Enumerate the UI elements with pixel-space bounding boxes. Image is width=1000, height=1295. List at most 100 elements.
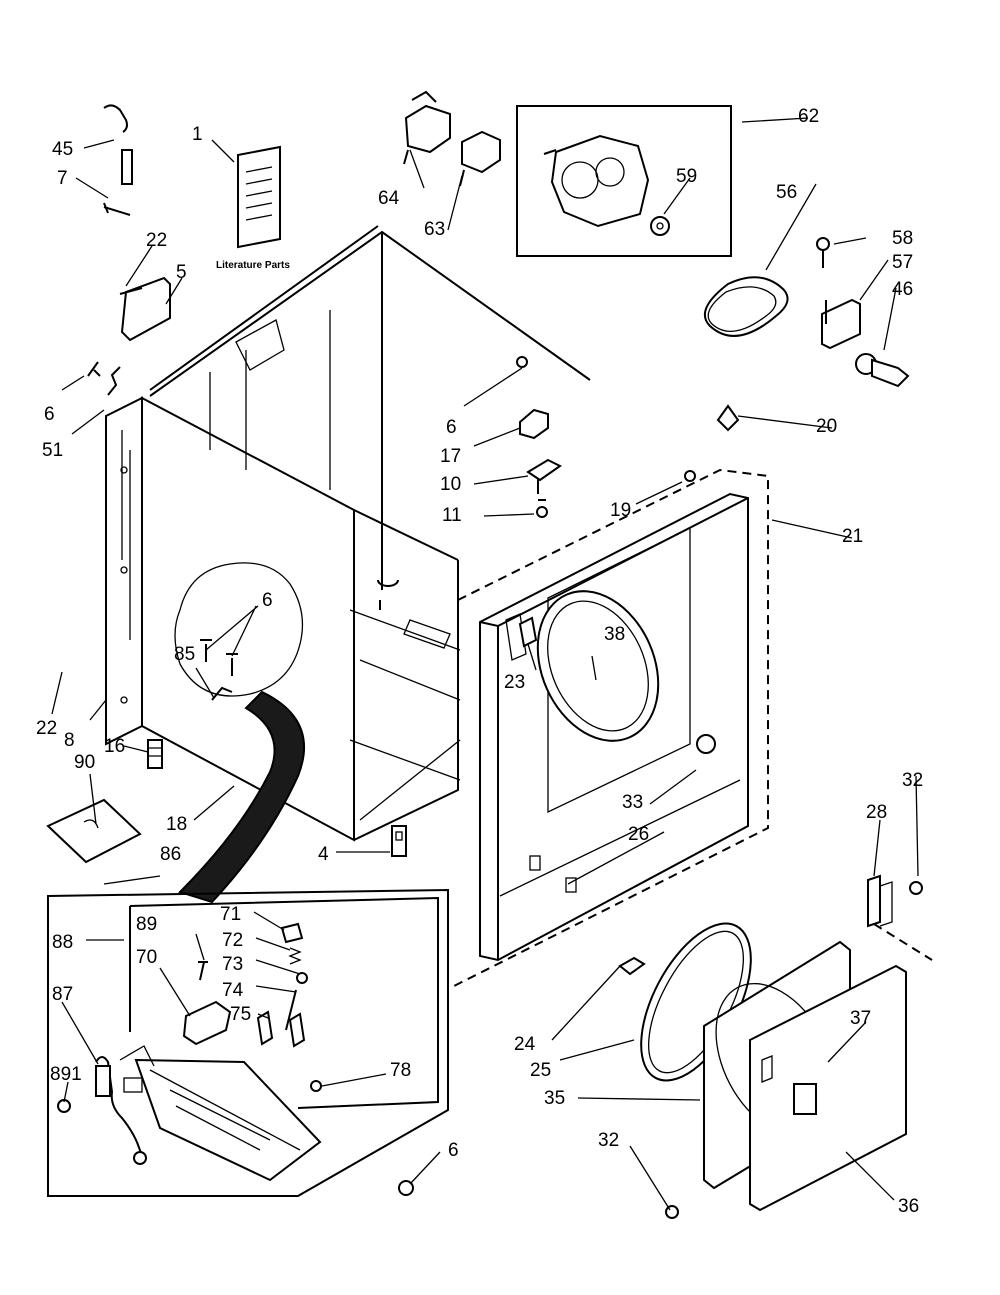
timer-70 (182, 1000, 232, 1046)
exhaust-duct-18 (178, 690, 306, 904)
callout-23: 23 (504, 672, 525, 693)
callout-5: 5 (176, 262, 187, 283)
callout-25: 25 (530, 1060, 551, 1081)
callout-71: 71 (220, 904, 241, 925)
callout-19: 19 (610, 500, 631, 521)
callout-86: 86 (160, 844, 181, 865)
control-console (119, 1045, 322, 1182)
callout-70: 70 (136, 947, 157, 968)
callout-1: 1 (192, 124, 203, 145)
callout-37: 37 (850, 1008, 871, 1029)
callout-16: 16 (104, 736, 125, 757)
motor-62 (543, 134, 650, 228)
screw-78 (310, 1080, 322, 1092)
callout-22-left: 22 (36, 718, 57, 739)
screw-11 (536, 499, 548, 518)
callout-6: 6 (44, 404, 55, 425)
screw-32-hinge (909, 881, 923, 895)
nut-59 (650, 216, 670, 236)
literature-sheet-1 (237, 145, 281, 249)
callout-63: 63 (424, 219, 445, 240)
callout-36: 36 (898, 1196, 919, 1217)
callout-72: 72 (222, 930, 243, 951)
clip-85 (211, 686, 233, 701)
callout-7: 7 (57, 168, 68, 189)
callout-38: 38 (604, 624, 625, 645)
callout-57: 57 (892, 252, 913, 273)
screw-6-bottom (398, 1180, 414, 1196)
literature-parts-caption: Literature Parts (216, 260, 290, 271)
clip-51 (107, 366, 121, 396)
bracket-5 (119, 276, 171, 342)
spring-72 (288, 947, 302, 965)
plug-4 (391, 825, 407, 857)
callout-21: 21 (842, 526, 863, 547)
callout-62: 62 (798, 106, 819, 127)
control-section-box-86 (47, 888, 449, 1197)
callout-11: 11 (442, 505, 462, 526)
outer-door-36 (749, 964, 907, 1212)
callout-89: 89 (136, 914, 157, 935)
knob-71 (280, 922, 304, 944)
wire-harness-45 (103, 104, 133, 185)
callout-8: 8 (64, 730, 75, 751)
switch-63 (459, 130, 501, 187)
callout-73: 73 (222, 954, 243, 975)
callout-6-cabinet: 6 (262, 590, 273, 611)
callout-26: 26 (628, 824, 649, 845)
hinge-dashed-line (873, 923, 933, 961)
leveling-leg-16 (147, 739, 163, 769)
screw-19 (684, 470, 696, 482)
callout-22: 22 (146, 230, 167, 251)
leader-lines (51, 117, 919, 1211)
callout-28: 28 (866, 802, 887, 823)
pad-90 (46, 798, 142, 864)
callout-58: 58 (892, 228, 913, 249)
callout-32-hinge: 32 (902, 770, 923, 791)
front-panel-21 (479, 492, 749, 962)
callout-35: 35 (544, 1088, 565, 1109)
hinge-28 (867, 874, 893, 928)
screw-6-left (87, 361, 101, 377)
callout-85: 85 (174, 644, 195, 665)
shaft-74 (285, 989, 297, 1031)
screw-6-bracket (516, 356, 528, 368)
idler-bracket-57 (821, 298, 861, 350)
callout-88: 88 (52, 932, 73, 953)
callout-74: 74 (222, 980, 244, 1001)
callout-32-door: 32 (598, 1130, 619, 1151)
callout-20: 20 (816, 416, 837, 437)
nut-33 (696, 734, 716, 754)
callout-4: 4 (318, 844, 329, 865)
clip-24 (618, 956, 646, 976)
harness-87 (95, 1056, 147, 1165)
front-panel-dashed-outline (453, 468, 769, 987)
callout-51: 51 (42, 440, 63, 461)
screw-32-door (665, 1205, 679, 1219)
motor-assembly-box (516, 105, 732, 257)
idler-pulley-46 (855, 353, 910, 388)
callout-18: 18 (166, 814, 187, 835)
bracket-17 (519, 408, 549, 440)
callout-75: 75 (230, 1004, 251, 1025)
callout-17: 17 (440, 446, 461, 467)
washer-73 (296, 972, 308, 984)
screw-89 (198, 961, 208, 981)
switch-64 (403, 90, 451, 165)
clip-10 (526, 458, 562, 494)
callout-6-bottom: 6 (448, 1140, 459, 1161)
felt-pad-20 (716, 404, 740, 432)
callout-64: 64 (378, 188, 400, 209)
screw-7 (103, 202, 131, 216)
switch-75 (256, 1010, 306, 1048)
clip-23 (518, 616, 538, 648)
callout-87: 87 (52, 984, 73, 1005)
callout-10: 10 (440, 474, 461, 495)
callout-891: 891 (50, 1064, 82, 1085)
callout-56: 56 (776, 182, 797, 203)
callout-46: 46 (892, 279, 913, 300)
callout-59: 59 (676, 166, 697, 187)
screw-58 (816, 237, 830, 268)
